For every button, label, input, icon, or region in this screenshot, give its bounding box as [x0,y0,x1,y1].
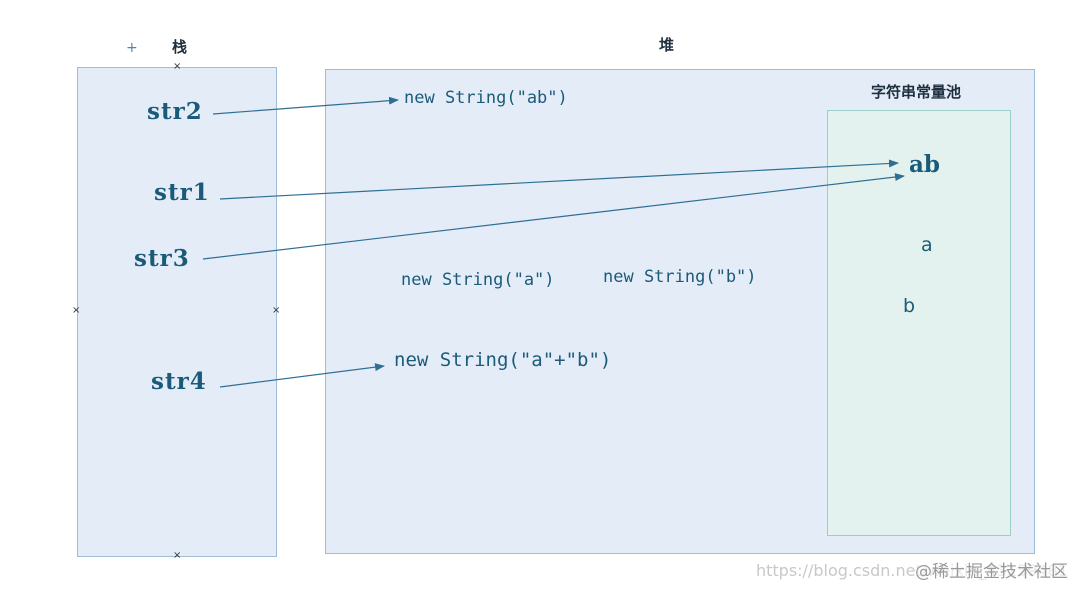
watermark-brand: @稀土掘金技术社区 [915,557,1068,582]
resize-handle-right[interactable]: × [272,305,281,316]
plus-icon: + [126,40,138,56]
resize-handle-bottom[interactable]: × [173,550,182,561]
stack-var-str3: str3 [134,245,190,272]
arrow-str4-to-heap-concat [219,363,385,388]
resize-handle-top[interactable]: × [173,61,182,72]
stack-panel [77,67,277,557]
string-pool-panel [827,110,1011,536]
stack-var-str4: str4 [151,368,207,395]
pool-item-b: b [903,295,916,317]
pool-item-ab: ab [909,151,940,178]
arrow-str3-to-pool-ab [202,173,905,260]
heap-title: 堆 [659,36,675,54]
stack-title: 栈 [172,38,188,56]
pool-item-a: a [921,234,933,256]
heap-object-ab: new String("ab") [404,88,568,108]
stack-var-str1: str1 [154,179,210,206]
heap-object-a: new String("a") [401,270,555,290]
stack-var-str2: str2 [147,98,203,125]
pool-title: 字符串常量池 [871,83,962,101]
watermark: https://blog.csdn.net/weixin_43159481 @稀… [756,557,1068,582]
arrow-str1-to-pool-ab [219,159,899,200]
heap-object-b: new String("b") [603,267,757,287]
arrow-str2-to-heap-ab [212,96,399,115]
resize-handle-left[interactable]: × [72,305,81,316]
heap-object-concat: new String("a"+"b") [394,349,612,371]
